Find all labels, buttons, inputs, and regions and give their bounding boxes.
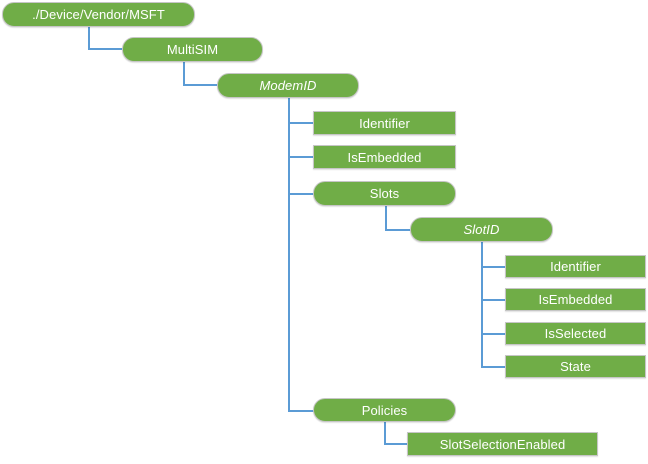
slotid-to-identifier	[481, 266, 506, 268]
node-label-root: ./Device/Vendor/MSFT	[32, 7, 165, 22]
slotid-to-isselected	[481, 333, 506, 335]
node-label-modem-identifier: Identifier	[359, 115, 410, 131]
node-label-slot-isembedded: IsEmbedded	[538, 292, 613, 307]
root-to-multisim-vertical	[88, 27, 90, 50]
node-slot-state[interactable]: State	[505, 355, 646, 378]
slotid-to-state	[481, 366, 506, 368]
node-label-slot-identifier: Identifier	[550, 259, 601, 274]
node-slot-isselected[interactable]: IsSelected	[505, 322, 646, 345]
node-modemid[interactable]: ModemID	[217, 73, 359, 98]
node-modem-isembedded[interactable]: IsEmbedded	[313, 145, 456, 169]
node-slotid[interactable]: SlotID	[410, 217, 553, 242]
slotid-trunk	[481, 242, 483, 368]
slotid-to-isembedded	[481, 299, 506, 301]
node-label-slots: Slots	[369, 186, 400, 201]
modemid-trunk	[288, 98, 290, 411]
node-label-policies: Policies	[361, 402, 408, 418]
node-label-slotselectionenabled: SlotSelectionEnabled	[439, 436, 566, 452]
multisim-to-modemid-horizontal	[183, 84, 218, 86]
node-slot-isembedded[interactable]: IsEmbedded	[505, 288, 646, 311]
modemid-to-identifier	[288, 122, 314, 124]
modemid-to-isembedded	[288, 156, 314, 158]
node-slot-identifier[interactable]: Identifier	[505, 255, 646, 278]
node-slots[interactable]: Slots	[313, 181, 456, 206]
node-policies[interactable]: Policies	[313, 398, 456, 422]
node-label-slotid: SlotID	[463, 222, 500, 237]
modemid-to-slots	[288, 193, 314, 195]
node-label-multisim: MultiSIM	[166, 42, 219, 57]
node-label-modemid: ModemID	[259, 78, 317, 93]
node-multisim[interactable]: MultiSIM	[122, 37, 263, 62]
node-slotselectionenabled[interactable]: SlotSelectionEnabled	[407, 432, 598, 456]
slots-to-slotid-vertical	[385, 206, 387, 230]
policies-to-slotselection-horizontal	[384, 443, 409, 445]
node-label-slot-state: State	[560, 359, 591, 374]
policies-to-slotselection-vertical	[384, 422, 386, 444]
root-to-multisim-horizontal	[88, 48, 123, 50]
multisim-to-modemid-vertical	[183, 62, 185, 85]
node-root[interactable]: ./Device/Vendor/MSFT	[2, 2, 195, 27]
slots-to-slotid-horizontal	[385, 229, 411, 231]
node-modem-identifier[interactable]: Identifier	[313, 111, 456, 135]
modemid-to-policies	[288, 410, 314, 412]
node-label-slot-isselected: IsSelected	[544, 326, 607, 341]
node-label-modem-isembedded: IsEmbedded	[347, 149, 422, 165]
